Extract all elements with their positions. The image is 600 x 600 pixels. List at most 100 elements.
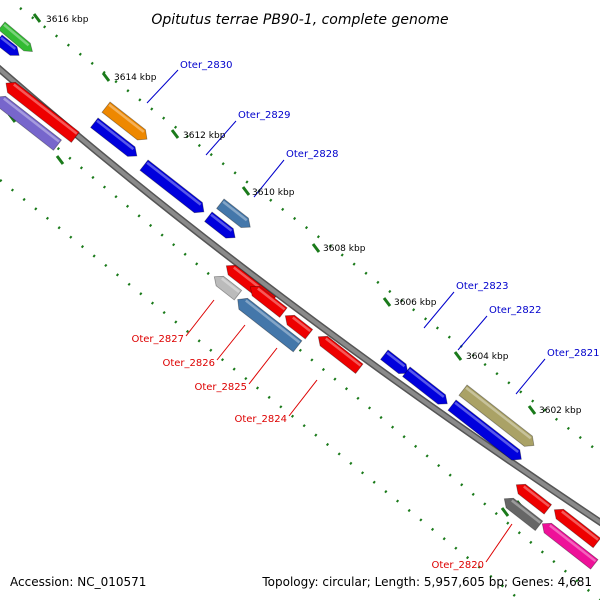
major-tick — [55, 155, 65, 165]
gene-arrow[interactable] — [282, 311, 314, 340]
gene-label-reverse[interactable]: Oter_2826 — [162, 358, 215, 369]
gene-label-reverse[interactable]: Oter_2820 — [431, 560, 484, 571]
gene-arrow-highlight — [561, 510, 599, 541]
gene-arrow-shape[interactable] — [447, 399, 525, 464]
label-leader-line — [485, 523, 513, 563]
gene-arrow-shape[interactable] — [0, 21, 36, 55]
gene-arrow-shape[interactable] — [380, 349, 412, 378]
gene-arrow-highlight — [221, 277, 240, 294]
gene-label-reverse[interactable]: Oter_2824 — [234, 414, 287, 425]
gene-arrow[interactable] — [402, 366, 451, 408]
kbp-label: 3604 kbp — [466, 352, 509, 362]
major-tick — [500, 507, 510, 517]
gene-arrow[interactable] — [513, 480, 553, 515]
gene-arrow[interactable] — [315, 332, 364, 375]
kbp-label: 3606 kbp — [394, 298, 437, 308]
label-leader-line — [253, 159, 285, 198]
gene-arrow-highlight — [245, 299, 301, 344]
gene-arrow-shape[interactable] — [551, 505, 600, 549]
label-leader-line — [205, 120, 237, 156]
leader-line-layer — [146, 69, 546, 563]
tick-dotted-line — [0, 99, 600, 600]
gene-arrow-shape[interactable] — [233, 294, 303, 353]
label-leader-line — [457, 315, 488, 351]
gene-arrow-highlight — [222, 200, 248, 222]
gene-label-forward[interactable]: Oter_2822 — [489, 305, 542, 316]
major-tick — [32, 13, 42, 23]
gene-arrow-shape[interactable] — [513, 480, 553, 515]
genome-title: Opitutus terrae PB90-1, complete genome — [151, 12, 448, 28]
gene-arrow-shape[interactable] — [402, 366, 451, 408]
gene-arrow-shape[interactable] — [90, 117, 141, 161]
major-tick — [382, 297, 392, 307]
gene-label-forward[interactable]: Oter_2821 — [547, 348, 600, 359]
major-tick — [170, 129, 180, 139]
gene-arrow-shape[interactable] — [282, 311, 314, 340]
gene-arrow[interactable] — [458, 384, 538, 451]
gene-arrow-shape[interactable] — [216, 198, 254, 232]
gene-arrow[interactable] — [0, 92, 63, 151]
gene-arrow-shape[interactable] — [0, 34, 22, 60]
gene-arrow[interactable] — [204, 211, 239, 242]
gene-arrow-shape[interactable] — [0, 92, 63, 151]
kbp-label: 3602 kbp — [539, 406, 582, 416]
gene-arrow-highlight — [386, 351, 406, 368]
gene-label-reverse[interactable]: Oter_2825 — [194, 382, 247, 393]
gene-label-forward[interactable]: Oter_2823 — [456, 281, 509, 292]
kbp-label: 3616 kbp — [46, 15, 89, 25]
gene-label-forward[interactable]: Oter_2830 — [180, 60, 233, 71]
gene-arrow-highlight — [549, 524, 597, 563]
gene-arrow-shape[interactable] — [501, 494, 544, 532]
gene-arrow[interactable] — [139, 159, 208, 217]
gene-label-forward[interactable]: Oter_2829 — [238, 110, 291, 121]
gene-arrow-highlight — [292, 316, 311, 333]
gene-arrow-highlight — [408, 368, 445, 398]
gene-arrow[interactable] — [247, 282, 288, 318]
gene-label-forward[interactable]: Oter_2828 — [286, 149, 339, 160]
gene-arrow-shape[interactable] — [211, 272, 243, 301]
major-tick — [527, 405, 537, 415]
major-tick — [453, 351, 463, 361]
gene-arrow[interactable] — [0, 34, 22, 60]
label-leader-line — [288, 379, 318, 417]
kbp-label: 3608 kbp — [323, 244, 366, 254]
gene-arrow-highlight — [3, 97, 60, 143]
gene-arrow[interactable] — [2, 78, 80, 143]
gene-arrow-highlight — [96, 119, 135, 151]
gene-arrow[interactable] — [380, 349, 412, 378]
gene-arrow-shape[interactable] — [204, 211, 239, 242]
gene-arrow[interactable] — [539, 519, 599, 570]
major-tick — [101, 72, 111, 82]
gene-arrow-shape[interactable] — [101, 101, 151, 144]
gene-arrow[interactable] — [0, 21, 36, 55]
gene-layer — [0, 21, 600, 570]
kbp-label: 3610 kbp — [252, 188, 295, 198]
gene-label-reverse[interactable]: Oter_2827 — [131, 334, 184, 345]
tick-dotted-line — [19, 7, 600, 455]
gene-arrow[interactable] — [211, 272, 243, 301]
gene-arrow-shape[interactable] — [315, 332, 364, 375]
gene-arrow-highlight — [108, 103, 145, 133]
gene-arrow-highlight — [146, 161, 202, 206]
label-leader-line — [185, 299, 215, 337]
gene-arrow-shape[interactable] — [539, 519, 599, 570]
gene-arrow-highlight — [454, 401, 519, 454]
major-tick — [311, 243, 321, 253]
gene-arrow-shape[interactable] — [139, 159, 208, 217]
gene-arrow[interactable] — [447, 399, 525, 464]
gene-arrow-shape[interactable] — [458, 384, 538, 451]
gene-arrow-highlight — [0, 36, 17, 50]
gene-arrow[interactable] — [233, 294, 303, 353]
label-leader-line — [515, 358, 546, 395]
gene-arrow[interactable] — [501, 494, 544, 532]
gene-arrow[interactable] — [90, 117, 141, 161]
gene-arrow[interactable] — [216, 198, 254, 232]
gene-arrow[interactable] — [101, 101, 151, 144]
gene-arrow-highlight — [3, 23, 30, 47]
gene-arrow-shape[interactable] — [2, 78, 80, 143]
accession-text: Accession: NC_010571 — [10, 575, 146, 589]
gene-arrow[interactable] — [551, 505, 600, 549]
gene-arrow-shape[interactable] — [247, 282, 288, 318]
